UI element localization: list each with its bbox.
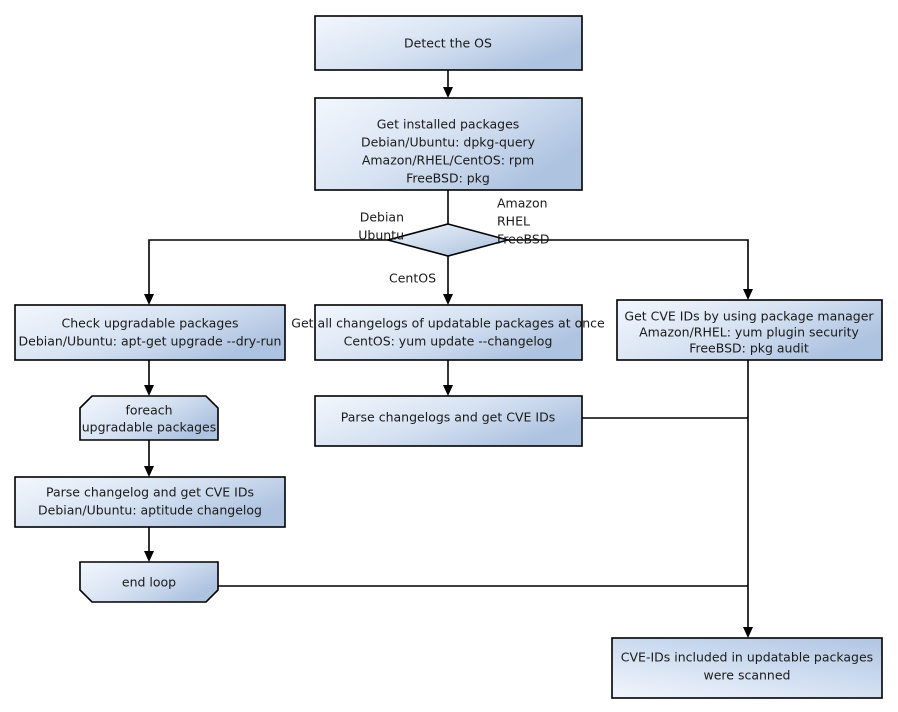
node-get-installed-packages-line-0: Get installed packages — [377, 117, 520, 132]
connector-decision-to-package-manager — [508, 239, 753, 300]
node-get-all-changelogs-line-1: CentOS: yum update --changelog — [344, 334, 553, 349]
edge-label-debian-line-0: Debian — [360, 210, 404, 225]
node-end-loop[interactable]: end loop — [79, 561, 219, 603]
edge-label-amazon-rhel-freebsd: Amazon RHEL FreeBSD — [497, 196, 549, 247]
edge-label-rhel-line-2: FreeBSD — [497, 232, 549, 247]
node-foreach-loop-start[interactable]: foreach upgradable packages — [79, 395, 219, 441]
node-scan-complete-line-0: CVE-IDs included in updatable packages — [621, 650, 873, 665]
connector-all-changelogs-to-parse — [443, 360, 453, 396]
connector-decision-to-all-changelogs — [443, 256, 453, 305]
node-scan-complete-line-1: were scanned — [704, 668, 791, 683]
node-get-installed-packages-line-1: Debian/Ubuntu: dpkg-query — [361, 135, 536, 150]
node-check-upgradable-packages[interactable]: Check upgradable packages Debian/Ubuntu:… — [14, 304, 286, 361]
node-get-installed-packages-line-2: Amazon/RHEL/CentOS: rpm — [362, 153, 534, 168]
node-get-cve-ids-package-manager[interactable]: Get CVE IDs by using package manager Ama… — [616, 299, 883, 361]
node-scan-complete[interactable]: CVE-IDs included in updatable packages w… — [611, 637, 883, 699]
node-package-manager-line-0: Get CVE IDs by using package manager — [624, 309, 874, 324]
edge-label-debian-line-1: Ubuntu — [358, 228, 404, 243]
connector-decision-to-check-upgradable — [144, 239, 388, 305]
edge-label-centos: CentOS — [389, 271, 436, 286]
connector-foreach-to-parse-changelog — [144, 440, 154, 477]
node-foreach-line-0: foreach — [125, 403, 172, 418]
node-end-loop-line-0: end loop — [122, 575, 176, 590]
node-parse-changelog-line-1: Debian/Ubuntu: aptitude changelog — [38, 503, 262, 518]
node-get-all-changelogs[interactable]: Get all changelogs of updatable packages… — [291, 304, 605, 361]
node-foreach-line-1: upgradable packages — [82, 420, 217, 435]
edge-label-rhel-line-0: Amazon — [497, 196, 548, 211]
connector-trunk-to-scan-complete — [743, 360, 753, 638]
node-package-manager-line-2: FreeBSD: pkg audit — [689, 341, 809, 356]
node-parse-changelogs-line-0: Parse changelogs and get CVE IDs — [341, 410, 555, 425]
connector-check-to-foreach — [144, 360, 154, 396]
edge-label-centos-line-0: CentOS — [389, 271, 436, 286]
node-get-installed-packages[interactable]: Get installed packages Debian/Ubuntu: dp… — [314, 97, 583, 191]
node-check-upgradable-line-0: Check upgradable packages — [62, 316, 239, 331]
connector-detect-to-packages — [443, 70, 453, 98]
edge-label-debian-ubuntu: Debian Ubuntu — [358, 210, 404, 243]
node-get-all-changelogs-line-0: Get all changelogs of updatable packages… — [291, 316, 605, 331]
node-parse-changelog-get-cve-ids[interactable]: Parse changelog and get CVE IDs Debian/U… — [14, 476, 286, 528]
node-os-decision[interactable] — [384, 223, 512, 257]
connector-parse-changelog-to-end-loop — [144, 527, 154, 562]
node-package-manager-line-1: Amazon/RHEL: yum plugin security — [639, 325, 859, 340]
node-parse-changelogs-get-cve-ids[interactable]: Parse changelogs and get CVE IDs — [314, 395, 583, 447]
node-parse-changelog-line-0: Parse changelog and get CVE IDs — [46, 485, 254, 500]
node-get-installed-packages-line-3: FreeBSD: pkg — [406, 171, 490, 186]
node-detect-os[interactable]: Detect the OS — [314, 15, 583, 71]
node-check-upgradable-line-1: Debian/Ubuntu: apt-get upgrade --dry-run — [19, 334, 282, 349]
edge-label-rhel-line-1: RHEL — [497, 214, 530, 229]
node-detect-os-line-0: Detect the OS — [404, 36, 492, 51]
